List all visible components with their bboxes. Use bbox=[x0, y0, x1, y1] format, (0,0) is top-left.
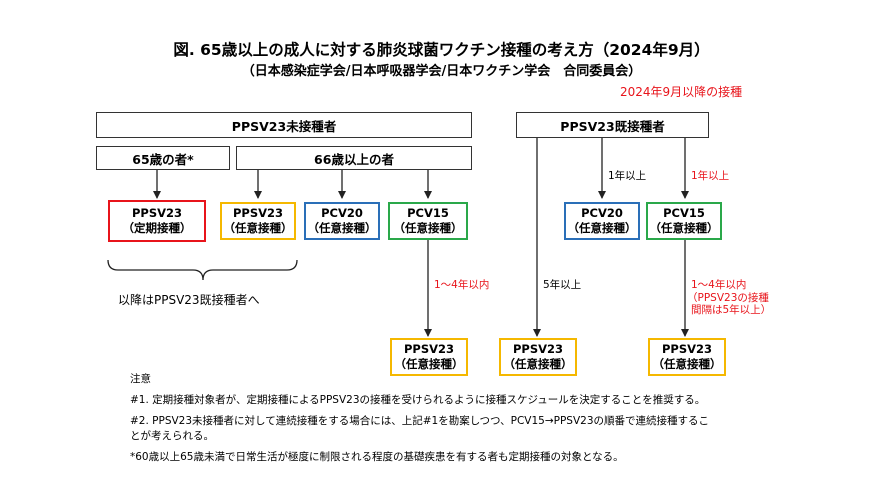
vaccine-type: （任意接種） bbox=[223, 221, 293, 235]
note-3: *60歳以上65歳未満で日常生活が極度に制限される程度の基礎疾患を有する者も定期… bbox=[130, 451, 624, 463]
pcv15-vaccinated-box: PCV15 （任意接種） bbox=[646, 202, 722, 240]
vaccine-name: PPSV23 bbox=[403, 342, 455, 356]
ppsv23-after-pcv15-box: PPSV23 （任意接種） bbox=[390, 338, 468, 376]
vaccine-type: （任意接種） bbox=[649, 221, 719, 235]
notes-section: 注意 #1. 定期接種対象者が、定期接種によるPPSV23の接種を受けられるよう… bbox=[130, 372, 770, 471]
vaccine-name: PPSV23 bbox=[512, 342, 564, 356]
interval-label-1-year-red: 1年以上 bbox=[691, 170, 730, 182]
vaccine-name: PPSV23 bbox=[661, 342, 713, 356]
ppsv23-optional-box: PPSV23 （任意接種） bbox=[220, 202, 296, 240]
interval-label-1-4-years-b: 1～4年以内 bbox=[691, 279, 747, 291]
interval-label-5-years: 5年以上 bbox=[543, 279, 582, 291]
age66-header: 66歳以上の者 bbox=[236, 146, 472, 170]
interval-label-1-4-years: 1～4年以内 bbox=[434, 279, 490, 291]
vaccine-name: PPSV23 bbox=[131, 206, 183, 220]
figure-subtitle: （日本感染症学会/日本呼吸器学会/日本ワクチン学会 合同委員会） bbox=[241, 64, 642, 79]
vaccine-name: PCV20 bbox=[321, 206, 363, 220]
vaccine-type: （任意接種） bbox=[503, 357, 573, 371]
unvaccinated-header: PPSV23未接種者 bbox=[96, 112, 472, 138]
date-note: 2024年9月以降の接種 bbox=[620, 85, 743, 99]
pcv20-vaccinated-box: PCV20 （任意接種） bbox=[564, 202, 640, 240]
note-2-continued: とが考えられる。 bbox=[130, 430, 214, 442]
ppsv23-after-pcv15-vaccinated-box: PPSV23 （任意接種） bbox=[648, 338, 726, 376]
vaccine-type: （任意接種） bbox=[567, 221, 637, 235]
vaccine-type: （任意接種） bbox=[394, 357, 464, 371]
interval-note-line-2: 間隔は5年以上） bbox=[691, 304, 772, 316]
vaccine-type: （任意接種） bbox=[307, 221, 377, 235]
age65-header: 65歳の者* bbox=[96, 146, 230, 170]
vaccine-name: PPSV23 bbox=[232, 206, 284, 220]
pcv20-box: PCV20 （任意接種） bbox=[304, 202, 380, 240]
interval-label-1-year: 1年以上 bbox=[608, 170, 647, 182]
vaccine-name: PCV15 bbox=[407, 206, 449, 220]
ppsv23-revaccination-box: PPSV23 （任意接種） bbox=[499, 338, 577, 376]
notes-heading: 注意 bbox=[130, 373, 151, 385]
vaccine-name: PCV20 bbox=[581, 206, 623, 220]
vaccine-type: （任意接種） bbox=[393, 221, 463, 235]
figure-title: 図. 65歳以上の成人に対する肺炎球菌ワクチン接種の考え方（2024年9月） bbox=[173, 41, 710, 59]
vaccine-type: （定期接種） bbox=[122, 221, 192, 235]
ppsv23-routine-box: PPSV23 （定期接種） bbox=[108, 200, 206, 242]
vaccine-name: PCV15 bbox=[663, 206, 705, 220]
vaccine-type: （任意接種） bbox=[652, 357, 722, 371]
note-2: #2. PPSV23未接種者に対して連続接種をする場合には、上記#1を勘案しつつ… bbox=[130, 415, 710, 427]
vaccinated-header: PPSV23既接種者 bbox=[516, 112, 709, 138]
note-1: #1. 定期接種対象者が、定期接種によるPPSV23の接種を受けられるように接種… bbox=[130, 394, 706, 406]
after-note-label: 以降はPPSV23既接種者へ bbox=[118, 293, 260, 307]
interval-note-line-1: （PPSV23の接種 bbox=[687, 292, 769, 304]
pcv15-box: PCV15 （任意接種） bbox=[388, 202, 468, 240]
